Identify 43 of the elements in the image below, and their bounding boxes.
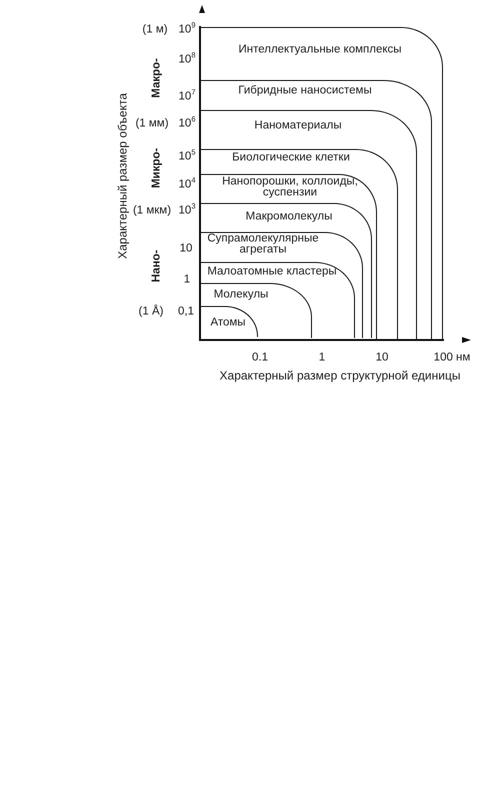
region-label: Гибридные наносистемы [238,86,372,98]
unit-label: (1 м) [142,24,168,36]
unit-label: (1 Å) [138,306,164,318]
tick-label: 10 [376,352,388,364]
scale-label: Нано- [150,250,164,282]
region-label: Нанопорошки, коллоиды, суспензии [221,176,359,200]
axis-title: Характерный размер структурной единицы [220,370,460,382]
nested-region [200,282,312,338]
tick-label: 10$^{6}$ [178,118,196,130]
axis-title: Характерный размер объекта [116,93,130,259]
region-label: Биологические клетки [232,152,350,164]
tick-label: 10$^{4}$ [178,178,196,192]
tick-label: 10$^{3}$ [178,204,196,218]
unit-label: (1 мм) [135,118,169,130]
region-label: Макромолекулы [246,211,332,223]
nested-region [200,149,398,340]
nested-region [200,262,355,338]
nested-region [200,110,417,340]
tick-label: 10$^{8}$ [178,54,196,66]
tick-label: 1 [318,352,326,364]
scale-label: Макро- [150,58,164,98]
tick-label: 0.1 [252,352,268,364]
nested-region [200,306,258,338]
scale-label: Микро- [150,148,164,188]
region-label: Малоатомные кластеры [207,266,337,278]
region-label: Атомы [210,317,246,329]
region-label: Супрамолекулярные агрегаты [206,233,320,256]
region-label: Молекулы [214,289,268,301]
region-label: Наноматериалы [254,120,342,132]
nested-region [200,27,443,340]
tick-label: 10 [180,242,192,256]
tick-label: 10$^{9}$ [178,24,196,36]
tick-label: 10$^{5}$ [178,150,196,164]
tick-label: 100 нм [434,352,470,364]
nested-region [200,174,377,339]
unit-label: (1 мкм) [132,204,172,218]
nested-region [200,232,363,338]
region-label: Интеллектуальные комплексы [238,44,402,56]
nested-region [200,80,432,340]
tick-label: 0,1 [178,306,194,318]
tick-label: 10$^{7}$ [178,90,196,104]
nested-region [200,203,372,338]
tick-label: 1 [184,274,190,286]
